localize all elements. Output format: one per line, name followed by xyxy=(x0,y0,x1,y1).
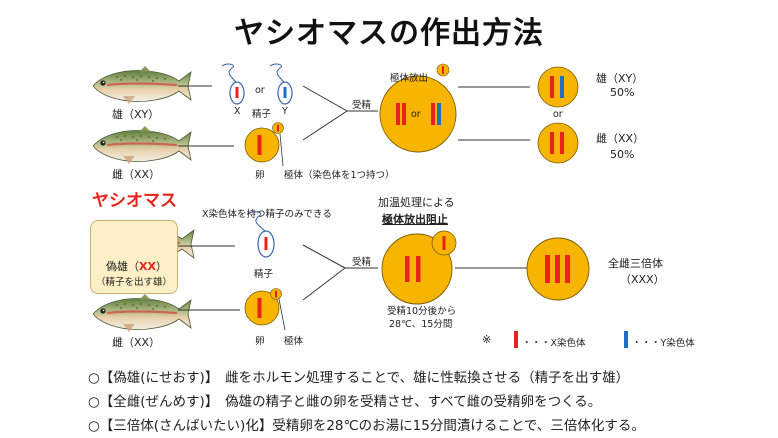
triploid-egg-icon xyxy=(526,237,590,301)
sperm-y-icon xyxy=(269,63,293,105)
male-fish-image xyxy=(91,64,193,106)
y-chromosome-legend-label: ・・・Y染色体 xyxy=(632,338,695,349)
note-line: ○【全雌(ぜんめす)】 偽雄の精子と雌の卵を受精させ、すべて雌の受精卵をつくる。 xyxy=(88,394,602,410)
fertilization-label: 受精 xyxy=(352,100,372,111)
converge-line xyxy=(302,85,348,112)
converge-line xyxy=(302,110,348,141)
result-male-egg-icon xyxy=(537,66,579,108)
page-title: ヤシオマスの作出方法 xyxy=(234,16,544,51)
pseudo-male-sub: （精子を出す雄） xyxy=(96,277,173,288)
polar-body-label: 極体 xyxy=(284,336,304,347)
egg-label: 卵 xyxy=(255,170,265,181)
x-chromosome-legend-icon xyxy=(514,331,518,348)
note-line: ○【偽雄(にせおす)】 雌をホルモン処理することで、雄に性転換させる（精子を出す… xyxy=(88,370,630,386)
bottom-female-fish-image xyxy=(91,292,193,334)
polar-body-label: 極体（染色体を1つ持つ） xyxy=(284,170,395,181)
note-line: ○【三倍体(さんばいたい)化】受精卵を28℃のお湯に15分間漬けることで、三倍体… xyxy=(88,418,645,434)
y-chromosome-legend-icon xyxy=(624,331,628,348)
x-only-note: X染色体を持つ精子のみできる xyxy=(202,209,332,220)
result-male-percent: 50% xyxy=(610,86,635,99)
triploid-xxx-label: （XXX） xyxy=(620,273,665,286)
polar-release-label: 極体放出 xyxy=(390,73,429,84)
heat-block-label: 極体放出阻止 xyxy=(382,213,448,226)
pseudo-male-label: 偽雄（XX） xyxy=(106,258,167,274)
heat-title: 加温処理による xyxy=(378,196,455,209)
triploid-label: 全雌三倍体 xyxy=(608,257,663,270)
result-male-label: 雄（XY） xyxy=(596,72,644,85)
female-label: 雌（XX） xyxy=(112,168,161,181)
timing-label-2: 28℃、15分間 xyxy=(389,319,453,330)
heated-egg-icon xyxy=(381,230,457,305)
sperm-y-label: Y xyxy=(282,106,288,117)
pseudo-male-close: ） xyxy=(155,260,167,273)
section-title: ヤシオマス xyxy=(92,191,177,211)
or-label: or xyxy=(411,109,421,120)
x-chromosome-legend-label: ・・・X染色体 xyxy=(522,338,586,349)
egg-icon xyxy=(244,288,282,326)
sperm-label: 精子 xyxy=(252,109,272,120)
result-female-egg-icon xyxy=(537,122,579,164)
pseudo-male-xx: XX xyxy=(139,260,156,273)
bottom-female-label: 雌（XX） xyxy=(112,336,161,349)
pseudo-male-text: 偽雄（ xyxy=(106,260,139,273)
legend-mark: ※ xyxy=(482,333,492,346)
sperm-label: 精子 xyxy=(254,269,274,280)
sperm-x-icon xyxy=(221,63,245,105)
pseudo-male-box xyxy=(90,220,178,294)
male-label: 雄（XY） xyxy=(112,108,160,121)
pointer-line xyxy=(279,133,284,167)
sperm-x-icon xyxy=(246,211,275,258)
egg-label: 卵 xyxy=(255,336,265,347)
sperm-x-label: X xyxy=(234,106,241,117)
result-female-label: 雌（XX） xyxy=(596,132,645,145)
female-fish-image xyxy=(91,124,193,166)
result-female-percent: 50% xyxy=(610,148,635,161)
converge-line xyxy=(302,244,346,269)
pointer-line xyxy=(278,298,286,331)
fertilized-egg-icon xyxy=(379,63,457,153)
or-label: or xyxy=(553,109,563,120)
fertilization-label: 受精 xyxy=(352,257,372,268)
timing-label-1: 受精10分後から xyxy=(387,306,457,317)
converge-line xyxy=(302,267,346,301)
egg-icon xyxy=(244,122,284,163)
or-label: or xyxy=(255,85,265,96)
